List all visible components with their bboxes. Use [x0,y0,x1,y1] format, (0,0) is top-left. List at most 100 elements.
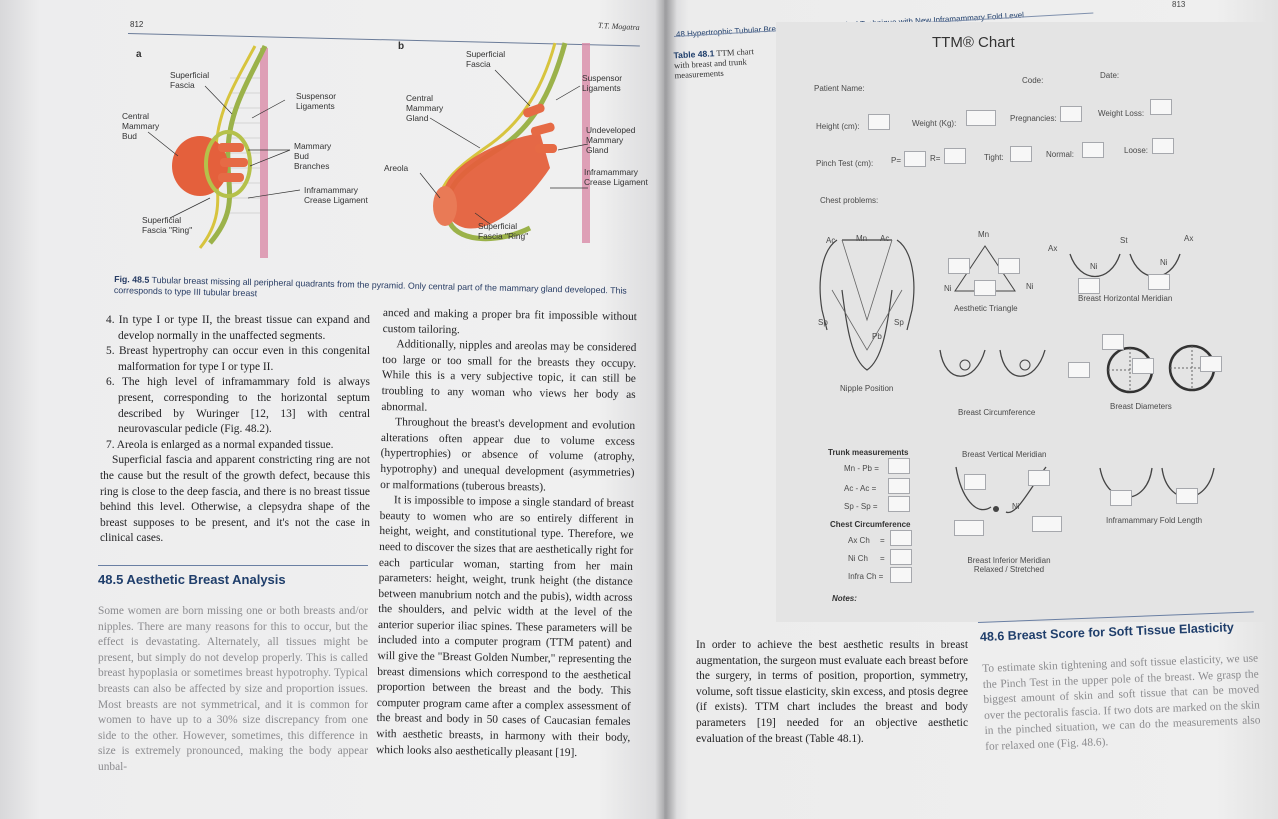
section-heading-48-6: 48.6 Breast Score for Soft Tissue Elasti… [979,620,1235,644]
panel-a-drawing [147,44,301,258]
ni-ch-field[interactable] [890,549,912,565]
panel-a-letter: a [136,49,142,60]
ni-b-label: Ni [1160,258,1168,267]
horizontal-left-field[interactable] [1078,278,1100,294]
normal-field[interactable] [1082,142,1104,158]
loose-label: Loose: [1124,146,1149,155]
tri-mn-label: Mn [978,230,990,239]
sp-sp-field[interactable] [888,496,910,512]
ac-right-label: Ac [880,234,890,243]
figure-48-5: a b Superficial Fascia Suspensor Ligamen… [110,38,650,270]
pinch-test-label: Pinch Test (cm): [816,159,874,168]
body-paragraph: anced and making a proper bra fit imposs… [382,306,637,336]
pinch-r-label: R= [930,154,941,163]
table-caption: Table 48.1 TTM chart with breast and tru… [673,46,764,80]
date-label: Date: [1100,71,1120,80]
weight-loss-field[interactable] [1150,99,1172,115]
ax-right-label: Ax [1184,234,1194,243]
loose-field[interactable] [1152,138,1174,154]
diameter-left-field[interactable] [1068,362,1090,378]
label-a-superficial-fascia: Superficial Fascia [170,70,210,90]
pregnancies-field[interactable] [1060,106,1082,122]
chest-problems-label: Chest problems: [820,196,879,205]
vertical-right-field[interactable] [1028,470,1050,486]
infra-ch-label: Infra Ch = [848,572,884,581]
panel-b-letter: b [398,41,405,52]
page-number-right: 813 [1172,0,1186,9]
ax-ch-eq: = [880,536,885,545]
right-body-paragraph: In order to achieve the best aesthetic r… [696,639,968,745]
notes-label: Notes: [832,594,857,603]
normal-label: Normal: [1046,150,1075,159]
code-label: Code: [1022,76,1044,85]
triangle-left-field[interactable] [948,258,970,274]
left-column-2: anced and making a proper bra fit imposs… [376,306,637,762]
list-item: 5. Breast hypertrophy can occur even in … [106,345,370,373]
weight-loss-label: Weight Loss: [1098,109,1145,118]
triangle-bottom-field[interactable] [974,280,996,296]
label-b-undeveloped-gland: Undeveloped Mammary Gland [586,125,636,155]
triangle-right-field[interactable] [998,258,1020,274]
left-page: 812 T.T. Mogatra [0,0,664,819]
pregnancies-label: Pregnancies: [1010,114,1057,123]
fold-right-field[interactable] [1176,488,1198,504]
label-a-suspensor-ligaments: Suspensor Ligaments [296,91,337,111]
height-field[interactable] [868,114,890,130]
label-b-areola: Areola [384,163,409,173]
section-paragraph: Some women are born missing one or both … [98,605,368,773]
mn-pb-label: Mn - Pb = [844,464,879,473]
pinch-r-field[interactable] [944,148,966,164]
breast-vertical-meridian-label: Breast Vertical Meridian [962,450,1047,459]
left-column-1: 4. In type I or type II, the breast tiss… [100,313,370,547]
ax-ch-label: Ax Ch [848,536,870,545]
diameter-right-field[interactable] [1200,356,1222,372]
diameter-mid-field[interactable] [1132,358,1154,374]
fold-left-field[interactable] [1110,490,1132,506]
section-rule-left [98,565,368,566]
ax-ch-field[interactable] [890,530,912,546]
horizontal-right-field[interactable] [1148,274,1170,290]
label-a-central-mammary-bud: Central Mammary Bud [122,111,160,141]
figure-caption-text: Tubular breast missing all peripheral qu… [113,274,627,299]
patient-name-label: Patient Name: [814,84,865,93]
trunk-measurements-heading: Trunk measurements [828,448,909,457]
weight-label: Weight (Kg): [912,119,957,128]
panel-b-drawing [419,42,590,243]
weight-field[interactable] [966,110,996,126]
page-number-left: 812 [130,20,144,29]
st-label: St [1120,236,1128,245]
tight-field[interactable] [1010,146,1032,162]
vertical-left-field[interactable] [964,474,986,490]
body-paragraph: Superficial fascia and apparent constric… [100,454,370,545]
inferior-right-field[interactable] [1032,516,1062,532]
horizontal-meridian-label: Breast Horizontal Meridian [1078,294,1173,303]
diameter-top-field[interactable] [1102,334,1124,350]
sp-right-label: Sp [894,318,904,327]
running-head-left: T.T. Mogatra [597,20,640,33]
inferior-left-field[interactable] [954,520,984,536]
label-b-inframammary-crease: Inframammary Crease Ligament [584,167,648,187]
sp-sp-label: Sp - Sp = [844,502,878,511]
inframammary-fold-length-label: Inframammary Fold Length [1106,516,1203,525]
label-b-central-mammary-gland: Central Mammary Gland [406,93,444,123]
breast-circumference-label: Breast Circumference [958,408,1036,417]
height-label: Height (cm): [816,122,860,131]
pinch-p-field[interactable] [904,151,926,167]
section-heading-48-5: 48.5 Aesthetic Breast Analysis [98,572,286,587]
torso-diagram [819,239,915,371]
ni-ch-label: Ni Ch [848,554,869,563]
label-b-superficial-fascia: Superficial Fascia [466,49,506,69]
elasticity-paragraph: To estimate skin tightening and soft tis… [982,652,1261,753]
figure-caption-label: Fig. 48.5 [114,274,150,285]
tri-ni-right-label: Ni [1026,282,1034,291]
list-item: 7. Areola is enlarged as a normal expand… [106,438,334,451]
ttm-chart-panel: TTM® Chart Patient Name: Code: Date: Hei… [776,22,1272,622]
label-b-suspensor-ligaments: Suspensor Ligaments [582,73,623,93]
pb-label: Pb [872,332,882,341]
mn-pb-field[interactable] [888,458,910,474]
infra-ch-field[interactable] [890,567,912,583]
label-b-superficial-fascia-ring: Superficial Fascia "Ring" [478,221,529,241]
ni-vertical-label: Ni [1012,502,1020,511]
ac-ac-field[interactable] [888,478,910,494]
chest-circumference-heading: Chest Circumference [830,520,911,529]
